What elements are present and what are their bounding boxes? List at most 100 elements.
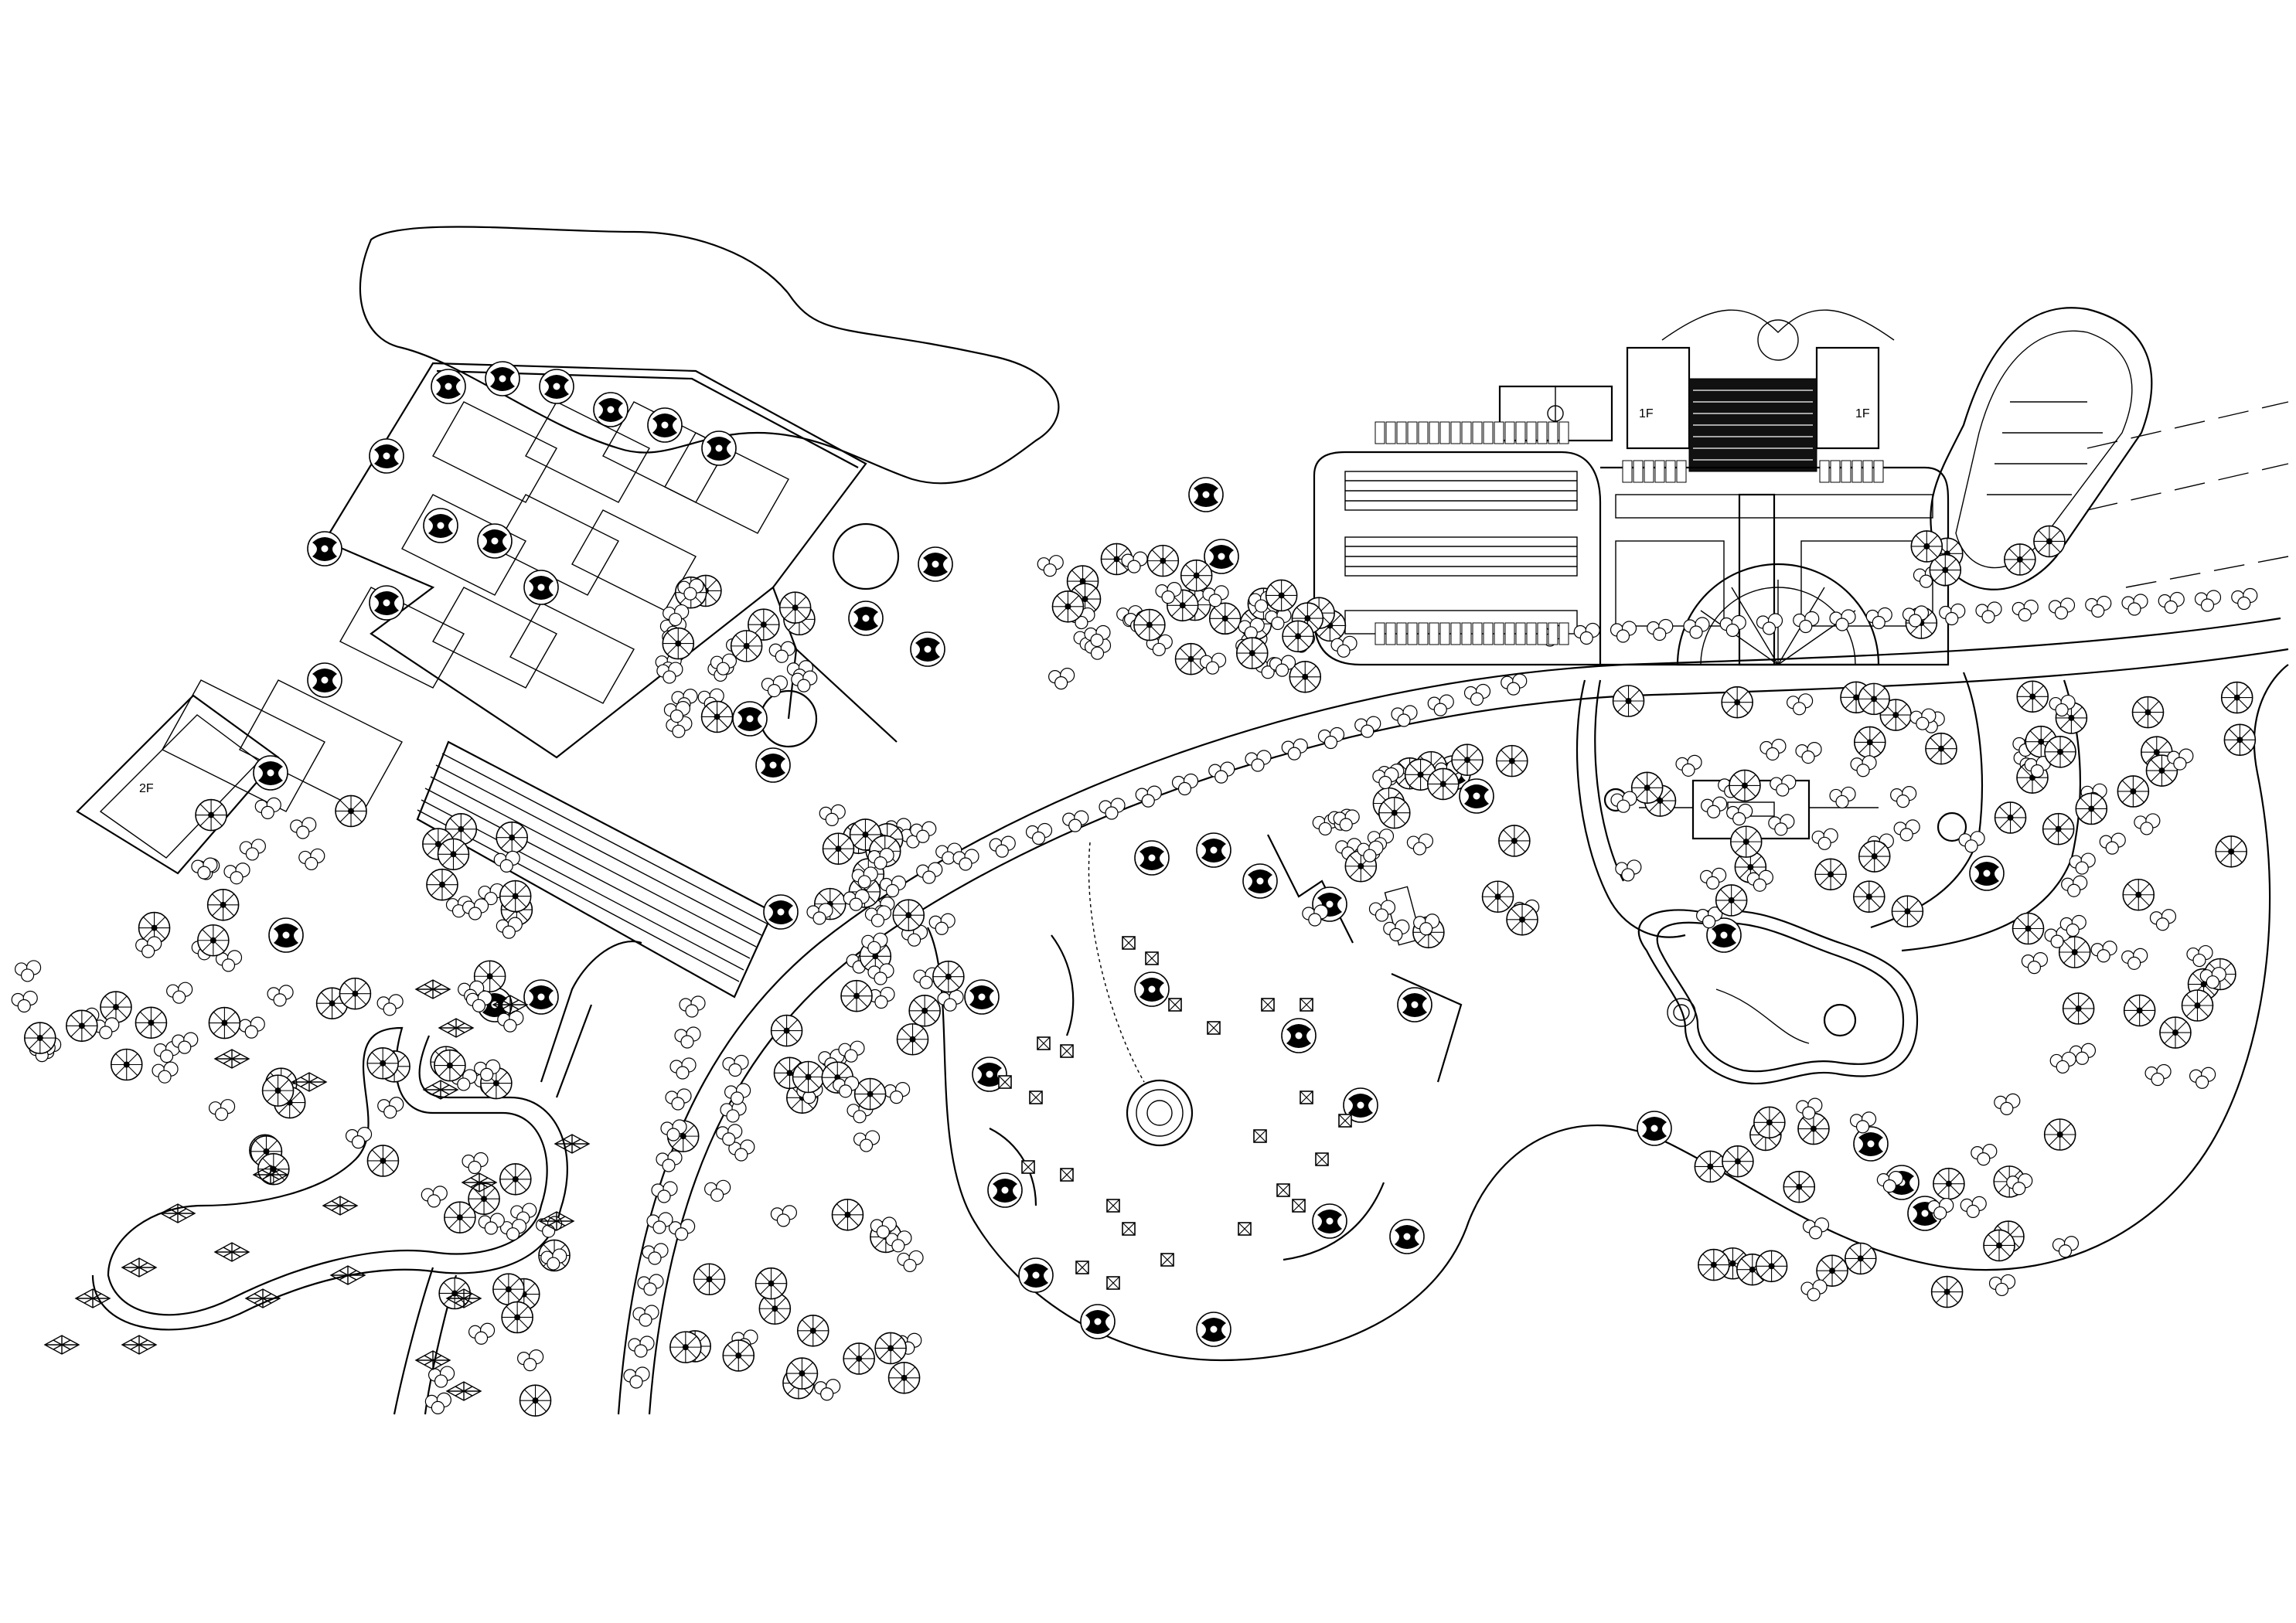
shrub-cluster-icon <box>665 1088 692 1111</box>
lattice-pergola-icon <box>75 1288 111 1308</box>
shrub-cluster-icon <box>1099 798 1126 820</box>
deciduous-tree-icon <box>843 1342 875 1375</box>
deciduous-tree-icon <box>1800 1279 1828 1301</box>
parking-stall <box>1558 622 1569 645</box>
deciduous-tree-icon <box>2181 989 2214 1022</box>
evergreen-tree-icon <box>987 1172 1023 1208</box>
deciduous-tree-icon <box>2042 812 2075 846</box>
deciduous-tree-icon <box>1675 754 1702 777</box>
deciduous-tree-icon <box>1925 732 1957 765</box>
evergreen-tree-icon <box>732 701 768 737</box>
deciduous-tree-icon <box>11 990 38 1013</box>
parking-stall <box>1472 622 1483 645</box>
deciduous-tree-icon <box>932 960 965 993</box>
deciduous-tree-icon <box>2223 723 2257 757</box>
deciduous-tree-icon <box>1729 769 1761 802</box>
parking-stall <box>1429 421 1439 444</box>
stepping-stone-icon <box>1168 998 1182 1012</box>
deciduous-tree-icon <box>669 1331 702 1363</box>
deciduous-tree-icon <box>1746 869 1773 892</box>
deciduous-tree-icon <box>722 1339 755 1372</box>
shrub-cluster-icon <box>1171 773 1199 796</box>
deciduous-tree-icon <box>1615 859 1642 882</box>
lattice-pergola-icon <box>415 979 451 999</box>
evergreen-tree-icon <box>910 631 945 667</box>
deciduous-tree-icon <box>496 821 529 854</box>
parking-stall <box>1494 421 1504 444</box>
deciduous-tree-icon <box>1910 530 1943 563</box>
stepping-stone-icon <box>1338 1114 1352 1128</box>
deciduous-tree-icon <box>1729 825 1763 858</box>
parking-stall <box>1676 460 1687 483</box>
deciduous-tree-icon <box>421 1186 448 1208</box>
deciduous-tree-icon <box>197 924 230 957</box>
deciduous-tree-icon <box>1893 819 1920 842</box>
deciduous-tree-icon <box>2043 1118 2076 1151</box>
deciduous-tree-icon <box>267 985 294 1007</box>
stepping-stone-icon <box>1060 1168 1074 1182</box>
parking-stall <box>1654 460 1665 483</box>
shrub-cluster-icon <box>1062 810 1089 832</box>
deciduous-tree-icon <box>2149 909 2177 931</box>
deciduous-tree-icon <box>2122 878 2155 911</box>
deciduous-tree-icon <box>424 1392 451 1414</box>
deciduous-tree-icon <box>135 936 162 958</box>
deciduous-tree-icon <box>2062 992 2095 1025</box>
stepping-stone-icon <box>1037 1036 1051 1050</box>
stepping-stone-icon <box>1106 1199 1120 1213</box>
evergreen-tree-icon <box>1637 1111 1672 1146</box>
shrub-cluster-icon <box>1573 622 1600 645</box>
deciduous-tree-icon <box>1726 803 1753 826</box>
evergreen-tree-icon <box>423 508 458 543</box>
parking-stall <box>1851 460 1862 483</box>
boardwalk-deck <box>416 740 775 999</box>
lattice-pergola-icon <box>322 1196 358 1216</box>
parking-stall <box>1396 622 1407 645</box>
deciduous-tree-icon <box>208 1006 241 1039</box>
parking-stall <box>1537 421 1548 444</box>
deciduous-tree-icon <box>345 1127 373 1149</box>
stepping-stone-icon <box>1253 1129 1267 1143</box>
deciduous-tree-icon <box>662 627 695 660</box>
deciduous-tree-icon <box>24 1022 56 1054</box>
deciduous-tree-icon <box>1372 767 1399 790</box>
deciduous-tree-icon <box>2044 736 2076 768</box>
parking-stall <box>1830 460 1841 483</box>
deciduous-tree-icon <box>519 1384 552 1417</box>
deciduous-tree-icon <box>366 1145 400 1177</box>
deciduous-tree-icon <box>2021 952 2049 975</box>
deciduous-tree-icon <box>377 1097 404 1119</box>
deciduous-tree-icon <box>2061 875 2088 897</box>
deciduous-tree-icon <box>2144 1063 2172 1087</box>
deciduous-tree-icon <box>2215 835 2247 868</box>
deciduous-tree-icon <box>239 839 266 861</box>
lattice-pergola-icon <box>554 1134 590 1154</box>
deciduous-tree-icon <box>1208 602 1242 635</box>
shrub-cluster-icon <box>1975 601 2002 624</box>
evergreen-tree-icon <box>1459 778 1494 814</box>
shrub-cluster-icon <box>1281 738 1308 760</box>
deciduous-tree-icon <box>720 1101 747 1123</box>
deciduous-tree-icon <box>438 1277 471 1310</box>
shrub-cluster-icon <box>669 1057 697 1080</box>
evergreen-tree-icon <box>268 917 304 953</box>
parking-stall <box>1633 460 1644 483</box>
deciduous-tree-icon <box>884 1082 911 1104</box>
deciduous-tree-icon <box>1852 880 1886 914</box>
lattice-pergola-icon <box>214 1049 250 1069</box>
deciduous-tree-icon <box>2075 792 2108 825</box>
parking-stall <box>1504 421 1515 444</box>
shrub-cluster-icon <box>656 1150 683 1172</box>
stepping-stone-icon <box>1300 1091 1313 1104</box>
parking-stall <box>1558 421 1569 444</box>
evergreen-tree-icon <box>1080 1304 1116 1339</box>
lattice-pergola-icon <box>44 1335 80 1355</box>
deciduous-tree-icon <box>1983 1229 2015 1262</box>
deciduous-tree-icon <box>223 863 250 885</box>
deciduous-tree-icon <box>669 1219 696 1241</box>
shrub-cluster-icon <box>806 903 833 925</box>
parking-stall <box>1494 622 1504 645</box>
stepping-stone-icon <box>1261 998 1275 1012</box>
parking-stall <box>1526 622 1537 645</box>
shrub-cluster-icon <box>1427 694 1454 716</box>
